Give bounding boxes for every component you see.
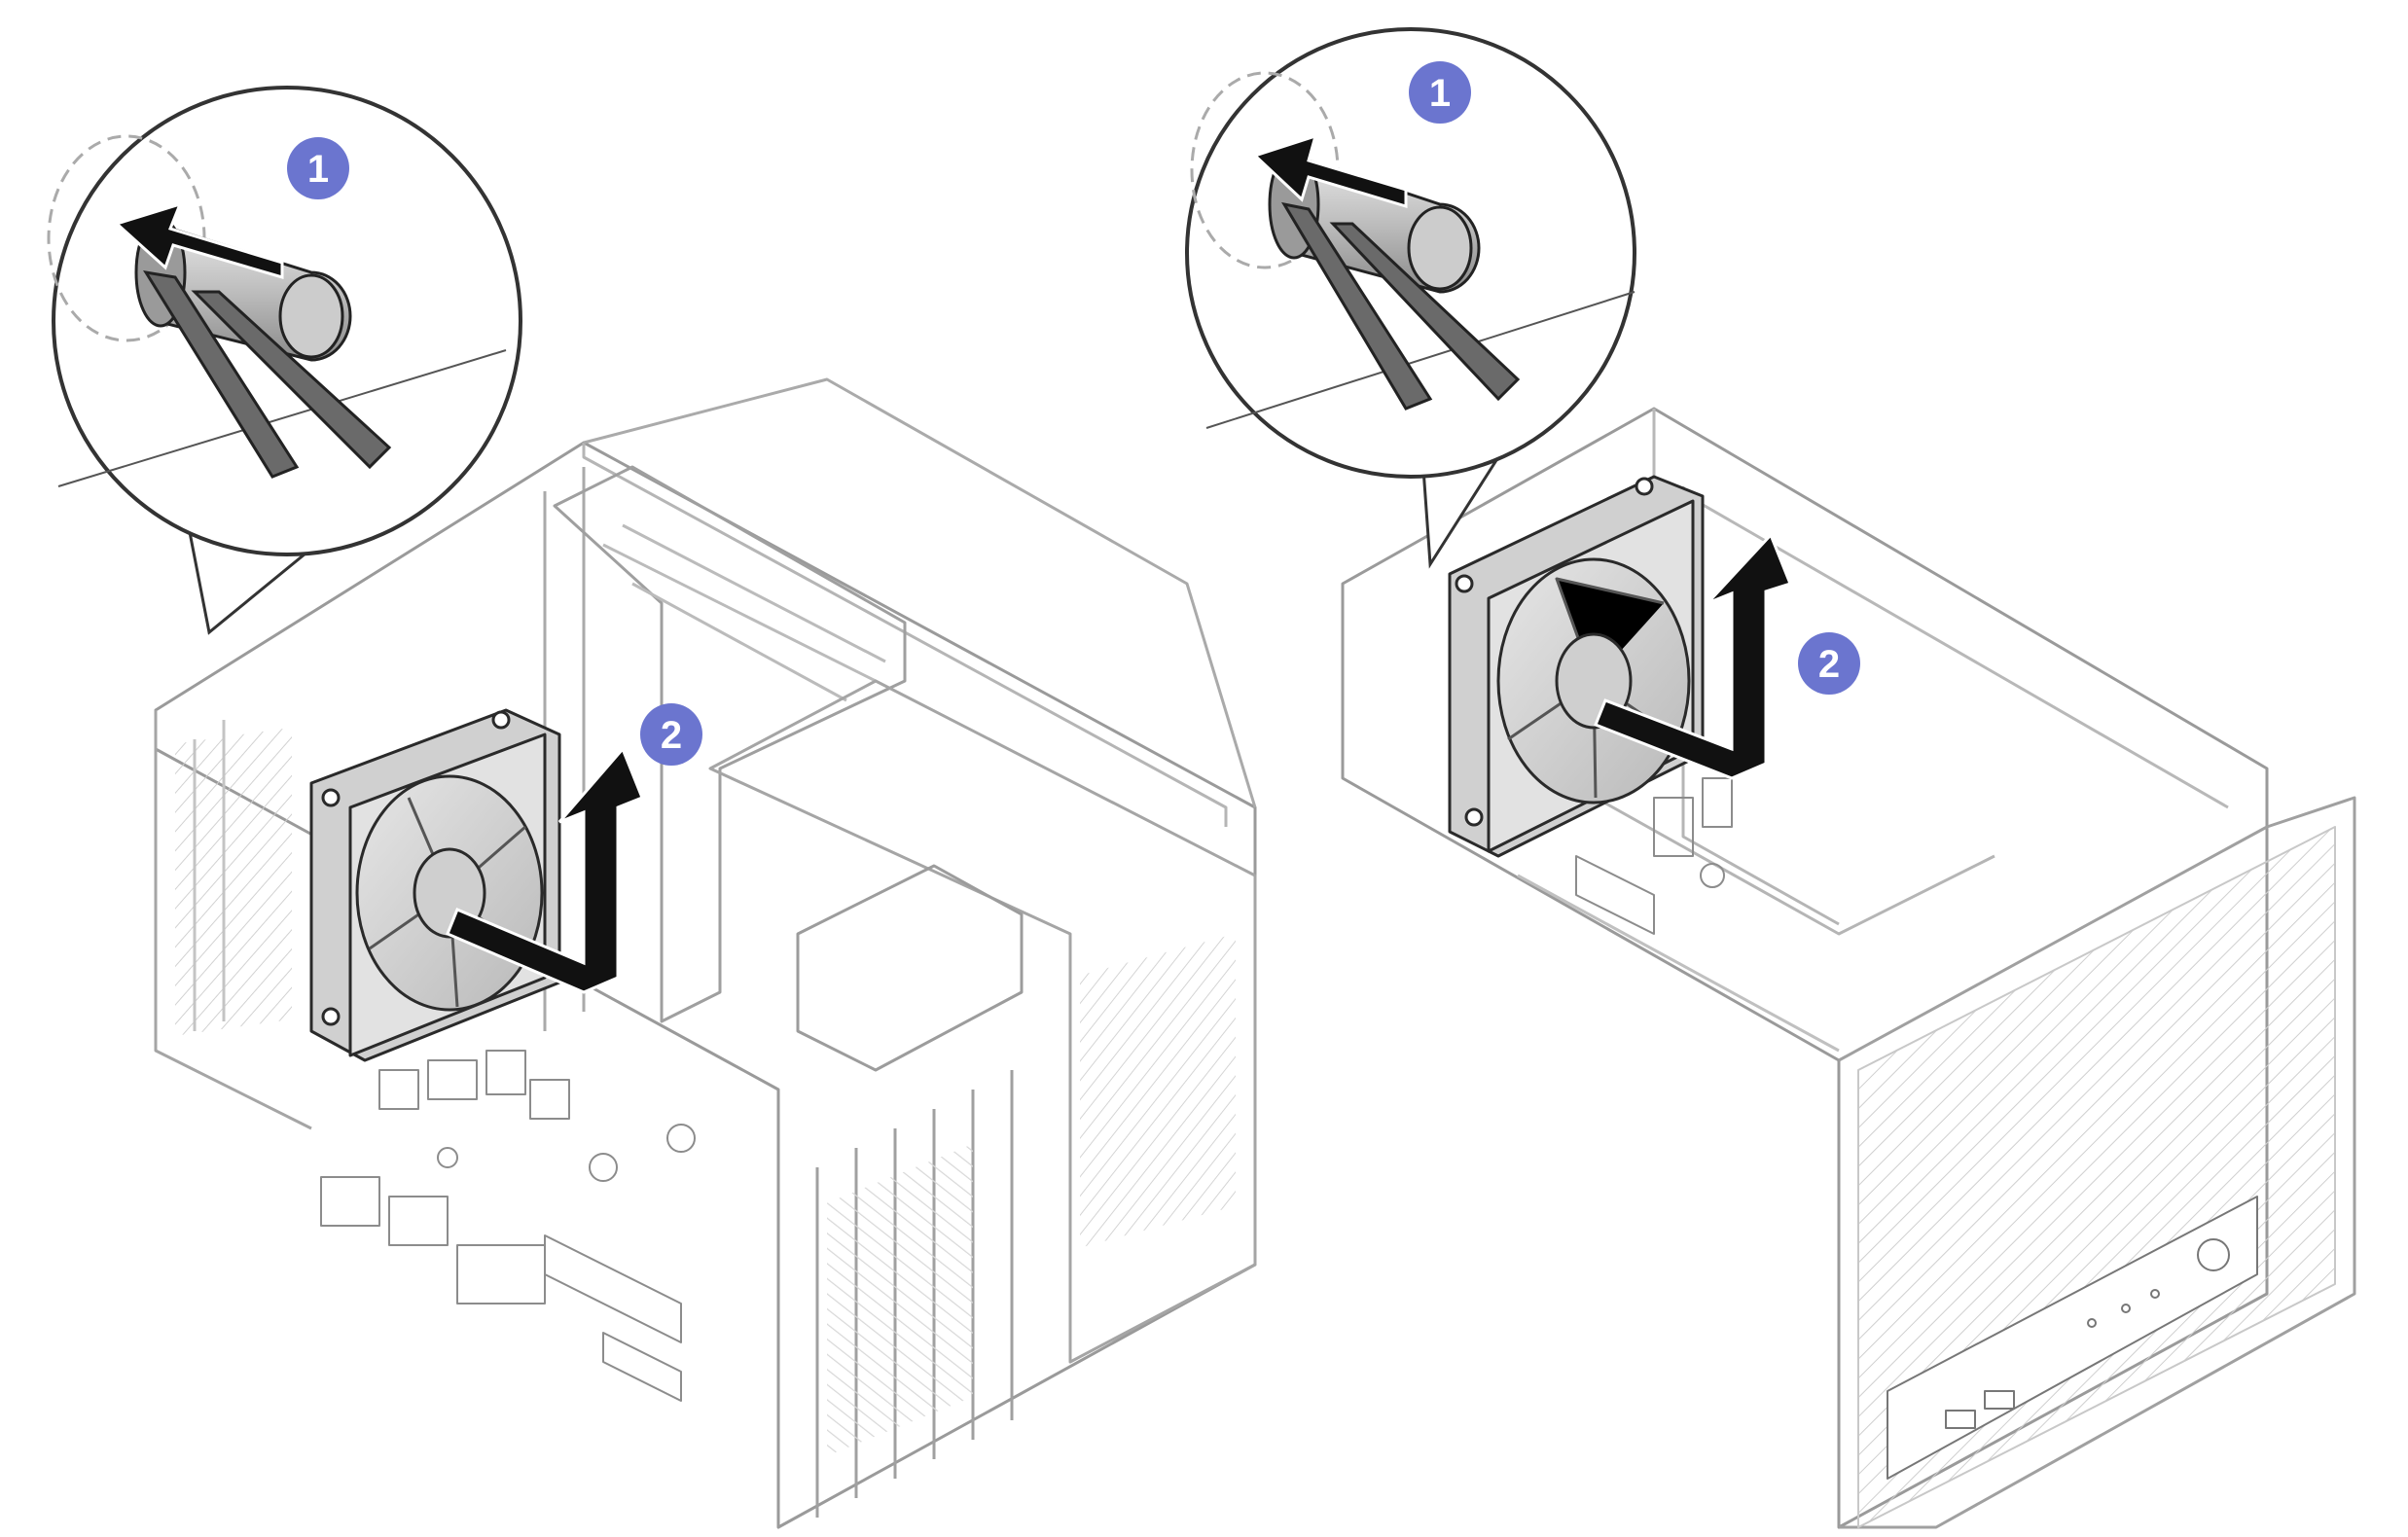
right-pliers xyxy=(1280,201,1521,411)
right-step-2-arrow xyxy=(1594,532,1792,780)
motherboard-connectors xyxy=(320,1050,696,1402)
left-step-1-label: 1 xyxy=(307,148,329,191)
right-step-2-label: 2 xyxy=(1818,643,1840,686)
left-pliers xyxy=(142,269,392,479)
right-step-1-badge: 1 xyxy=(1409,61,1471,124)
left-zoom-callout xyxy=(47,86,522,635)
left-chassis xyxy=(154,377,1257,1529)
right-fan xyxy=(1448,475,1705,858)
left-step-2-arrow xyxy=(446,746,644,994)
front-bezel xyxy=(1838,796,2356,1529)
front-io-panel xyxy=(1887,1196,2258,1480)
left-fan xyxy=(309,708,561,1062)
right-step-1-label: 1 xyxy=(1429,72,1451,115)
left-step-2-badge: 2 xyxy=(640,703,702,766)
left-step-2-label: 2 xyxy=(661,714,682,757)
right-chassis xyxy=(1341,407,2356,1529)
left-step-1-badge: 1 xyxy=(287,137,349,199)
expansion-slots xyxy=(815,1070,1014,1518)
right-step-1-arrow xyxy=(1252,133,1408,209)
right-zoom-callout xyxy=(1185,27,1636,569)
right-step-2-badge: 2 xyxy=(1798,632,1860,695)
power-supply xyxy=(708,679,1257,1364)
left-step-1-arrow xyxy=(114,201,284,280)
